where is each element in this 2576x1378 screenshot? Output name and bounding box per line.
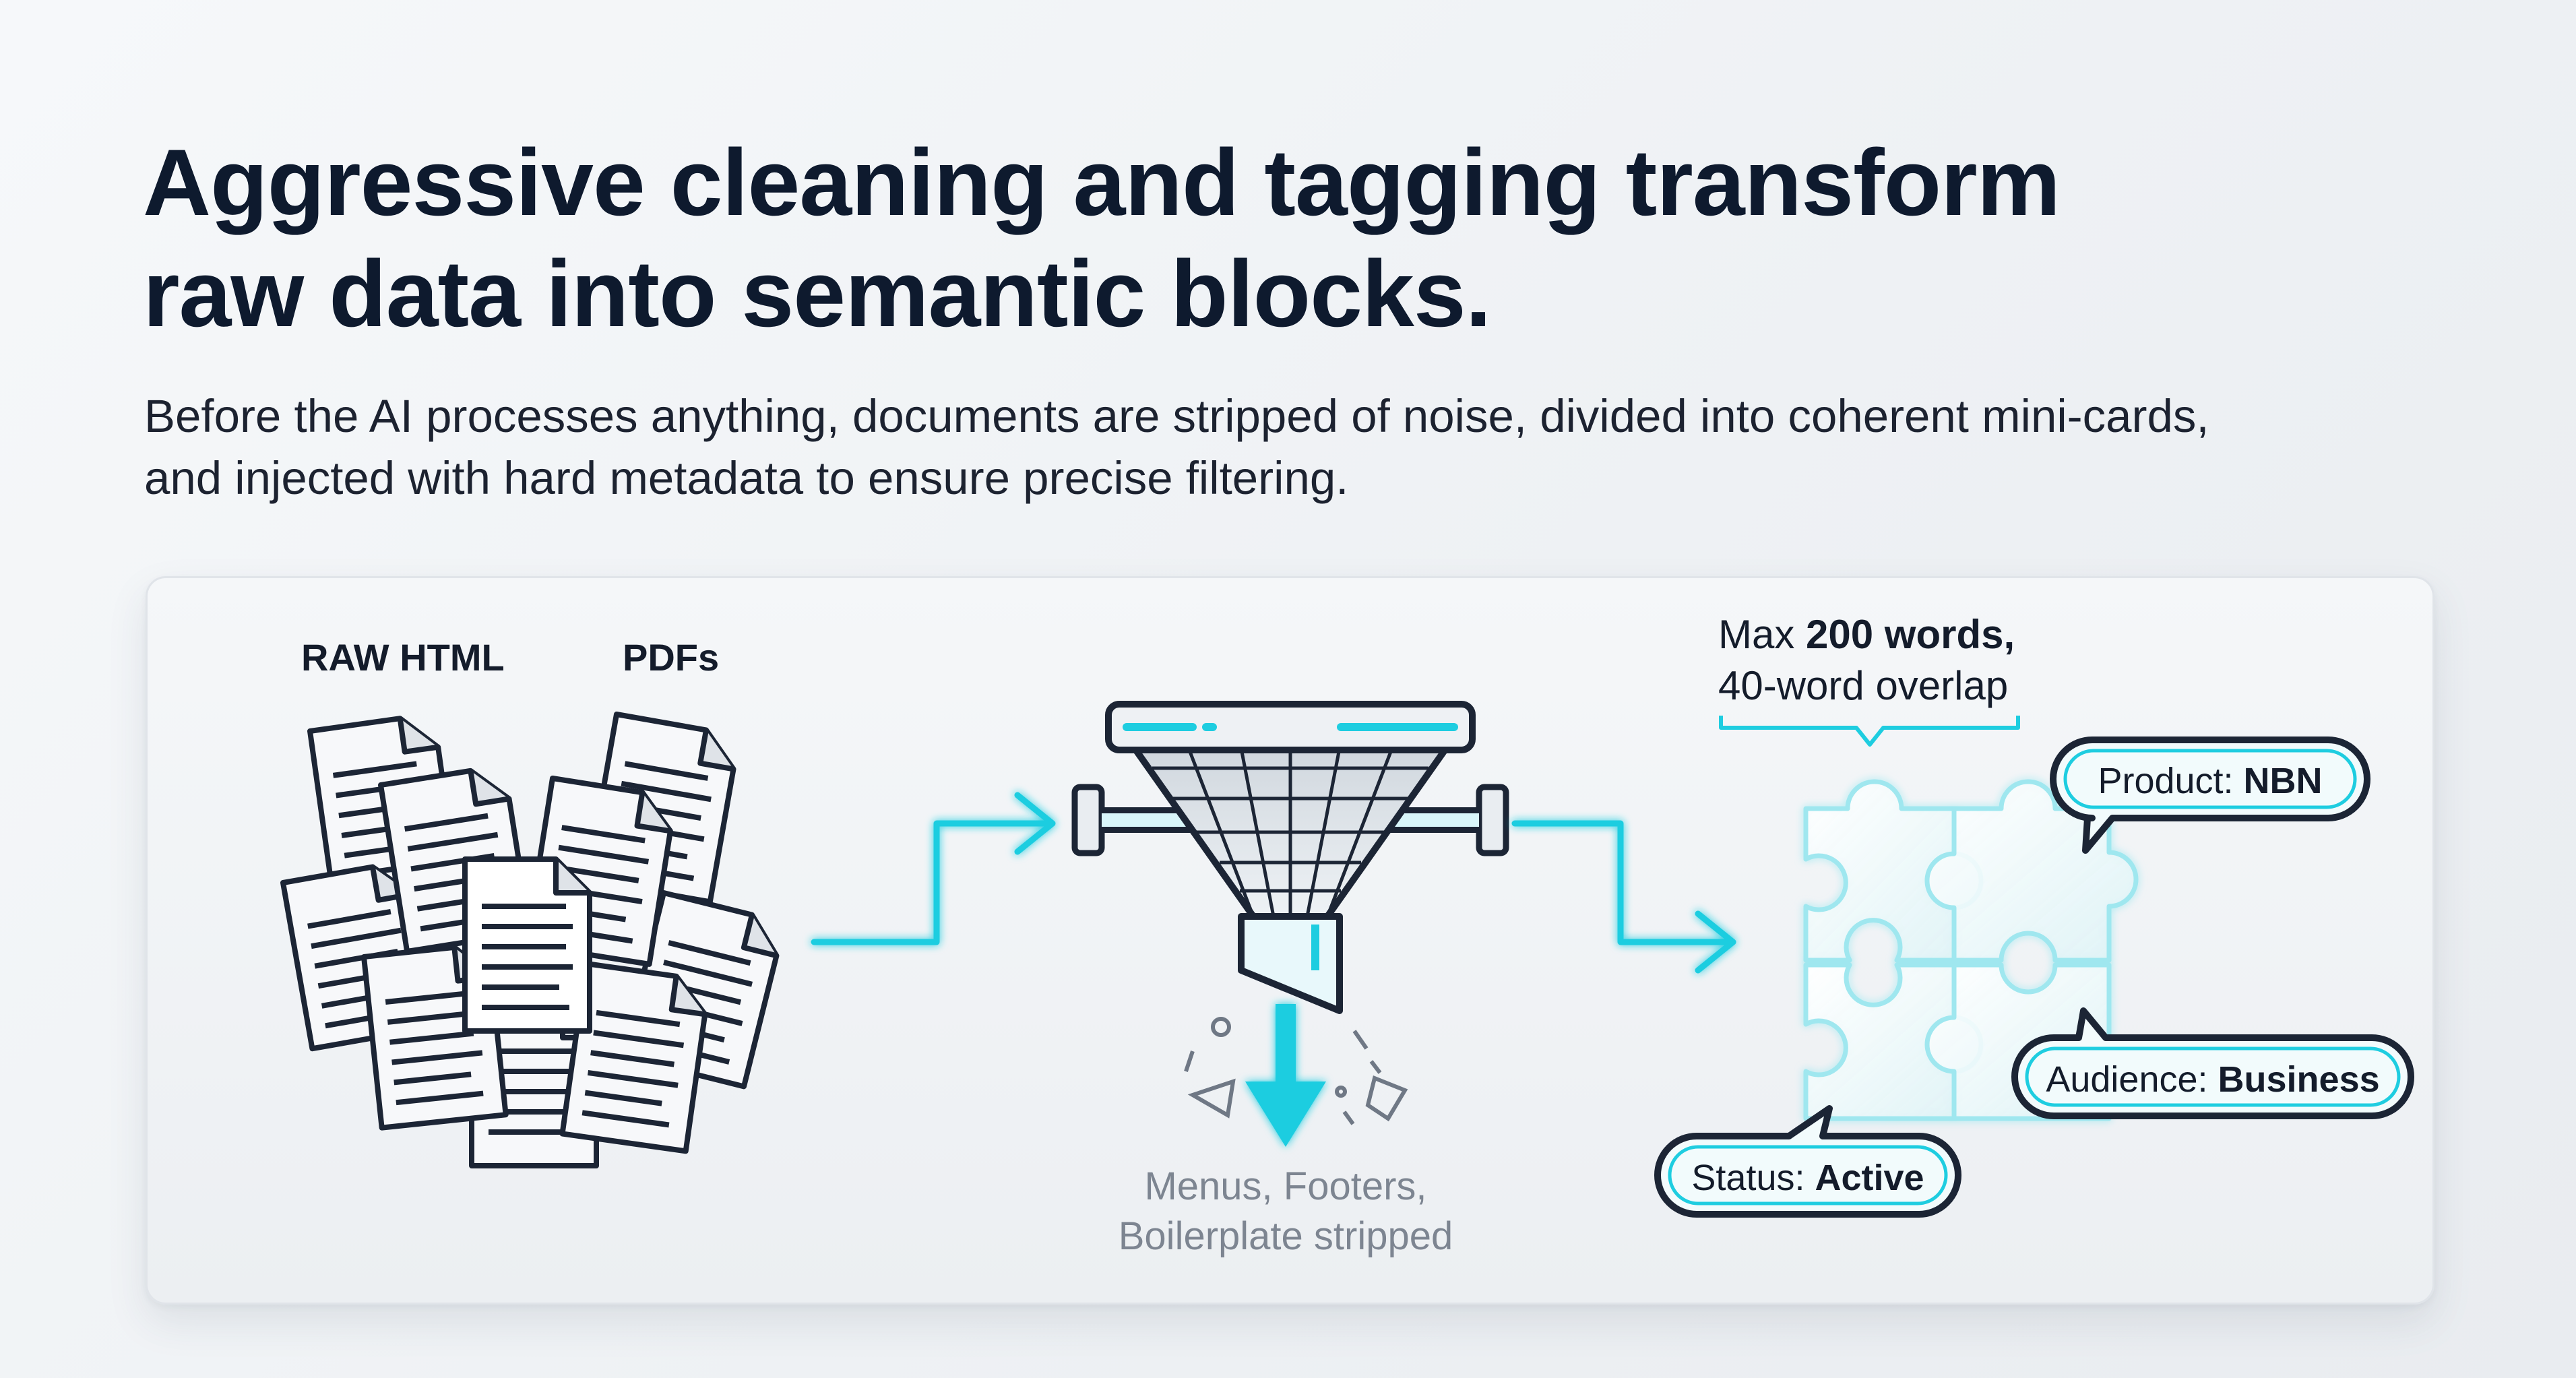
chunk-size-label: Max 200 words, xyxy=(1718,612,2015,657)
tag-audience: Audience: Business xyxy=(2011,1007,2414,1119)
tag-audience-value: Business xyxy=(2218,1059,2380,1100)
filter-funnel-icon xyxy=(1071,701,1509,1014)
debris-icon xyxy=(1184,1017,1408,1125)
svg-text:Audience: Business: Audience: Business xyxy=(2046,1059,2379,1100)
svg-text:Status: Active: Status: Active xyxy=(1691,1158,1924,1198)
chunk-overlap-label: 40-word overlap xyxy=(1718,663,2008,708)
title-line-2: raw data into semantic blocks. xyxy=(143,241,1492,346)
page-subtitle: Before the AI processes anything, docume… xyxy=(144,385,2503,509)
tag-status-key: Status: xyxy=(1691,1158,1815,1198)
arrow-down-icon xyxy=(1245,1004,1326,1147)
document-pile-icon xyxy=(280,712,780,1168)
page-title: Aggressive cleaning and tagging transfor… xyxy=(143,127,2061,349)
chunk-size-prefix: Max xyxy=(1718,612,1806,657)
stripped-caption-line-1: Menus, Footers, xyxy=(1144,1164,1426,1208)
subtitle-line-1: Before the AI processes anything, docume… xyxy=(144,390,2209,442)
raw-html-label: RAW HTML xyxy=(301,636,505,679)
tag-product: Product: NBN xyxy=(2050,737,2370,854)
tag-audience-key: Audience: xyxy=(2046,1059,2218,1100)
tag-product-value: NBN xyxy=(2244,761,2323,801)
tag-product-key: Product: xyxy=(2098,761,2243,801)
arrow-to-chunks-icon xyxy=(1511,820,1736,974)
stripped-caption-line-2: Boilerplate stripped xyxy=(1119,1214,1453,1258)
chunk-size-value: 200 words, xyxy=(1806,612,2015,657)
pdfs-label: PDFs xyxy=(623,636,719,679)
tag-status-value: Active xyxy=(1815,1158,1924,1198)
subtitle-line-2: and injected with hard metadata to ensur… xyxy=(144,452,1349,504)
tag-status: Status: Active xyxy=(1654,1105,1961,1218)
overlap-bracket-icon xyxy=(1719,716,2020,747)
svg-text:Product: NBN: Product: NBN xyxy=(2098,761,2322,801)
arrow-to-filter-icon xyxy=(811,792,1056,945)
title-line-1: Aggressive cleaning and tagging transfor… xyxy=(143,129,2061,235)
